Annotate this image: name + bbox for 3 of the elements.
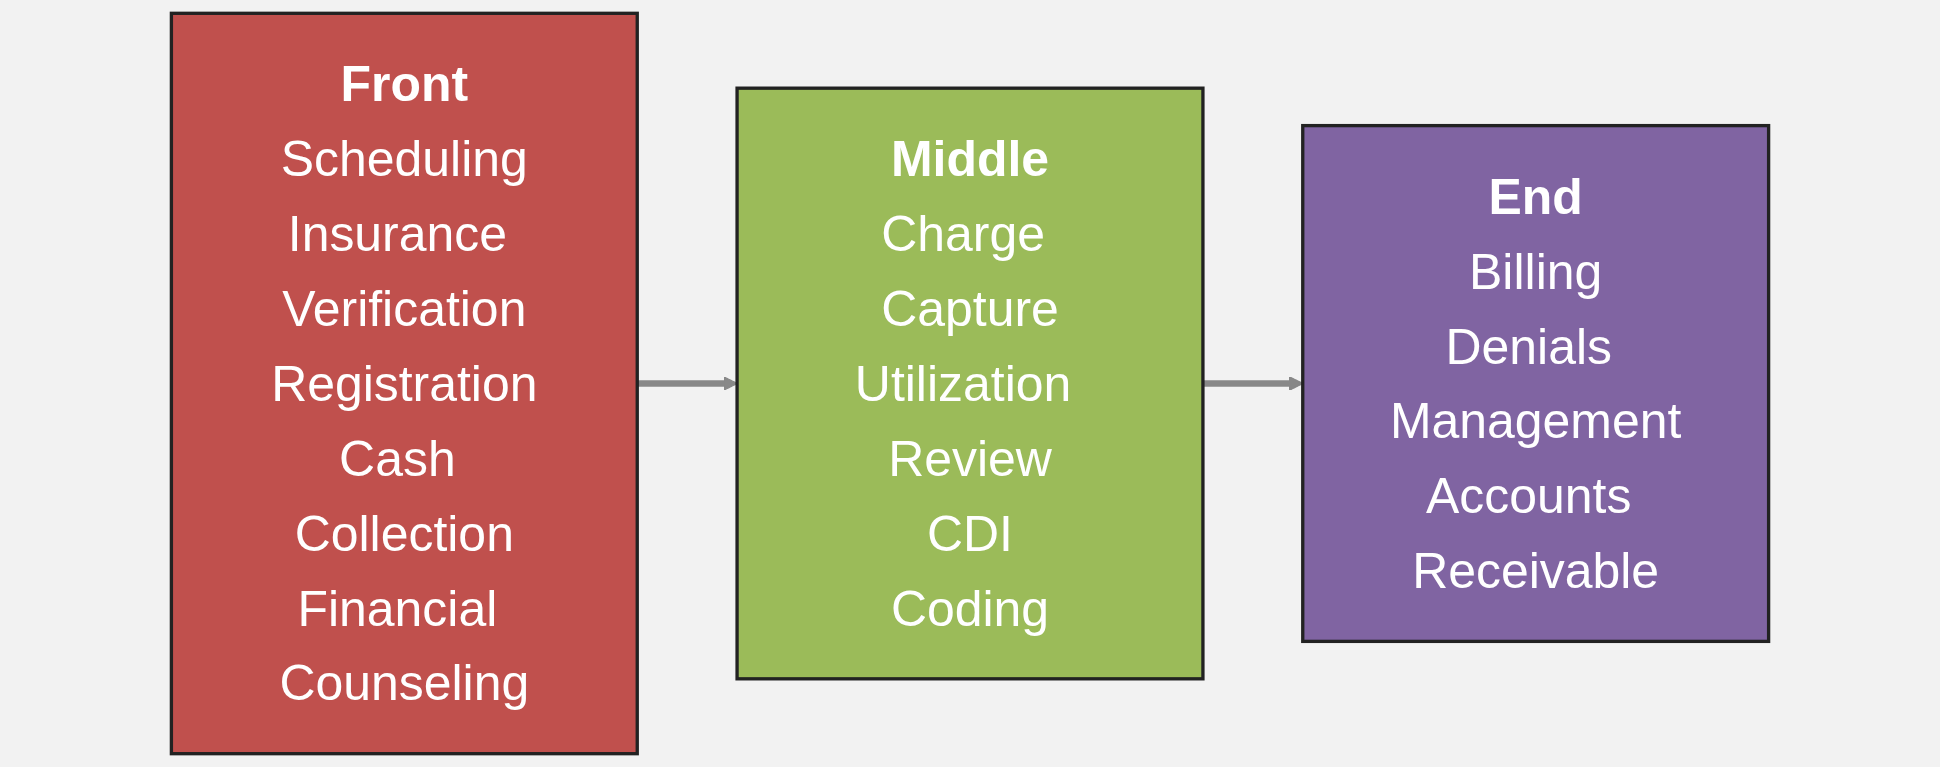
node-box: Middle Charge Capture Utilization Review CDI Coding — [735, 86, 1205, 681]
node-box: End Billing Denials Management Accounts Receivable — [1301, 123, 1771, 644]
node-box: Front Scheduling Insurance Verification Registration Cash Collection Financial Counseling — [169, 11, 639, 756]
